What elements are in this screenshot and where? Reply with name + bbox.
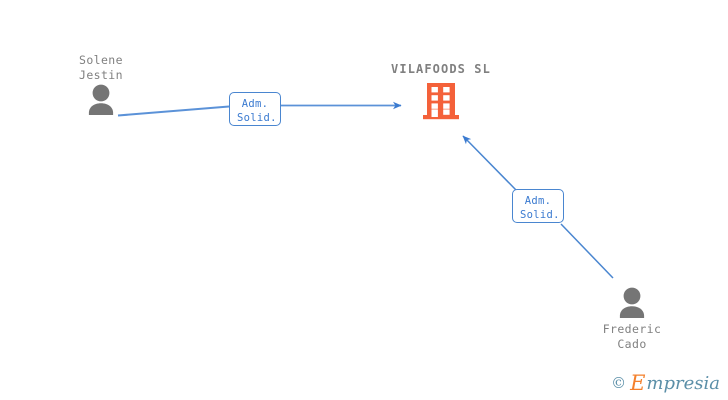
person-label-frederic-cado: Frederic Cado xyxy=(602,322,662,351)
person-node-solene-jestin[interactable]: Solene Jestin xyxy=(41,53,161,115)
brand-name: mpresia xyxy=(646,372,720,394)
company-node-vilafoods[interactable]: VILAFOODS SL xyxy=(351,62,531,123)
relation-label-solene-vilafoods[interactable]: Adm. Solid. xyxy=(229,92,281,126)
connector-frederic-to-label xyxy=(560,223,614,279)
connector-label-to-company-bottom xyxy=(462,135,517,191)
person-node-frederic-cado[interactable]: Frederic Cado xyxy=(572,286,692,352)
person-label-solene-jestin: Solene Jestin xyxy=(79,53,123,82)
person-icon xyxy=(88,84,114,115)
brand-initial: E xyxy=(630,371,646,395)
person-icon xyxy=(619,287,645,318)
relation-label-frederic-vilafoods[interactable]: Adm. Solid. xyxy=(512,189,564,223)
copyright-icon: © xyxy=(611,374,627,392)
watermark-empresia: © E mpresia xyxy=(611,373,720,394)
building-icon xyxy=(423,83,459,120)
company-label: VILAFOODS SL xyxy=(391,62,491,76)
